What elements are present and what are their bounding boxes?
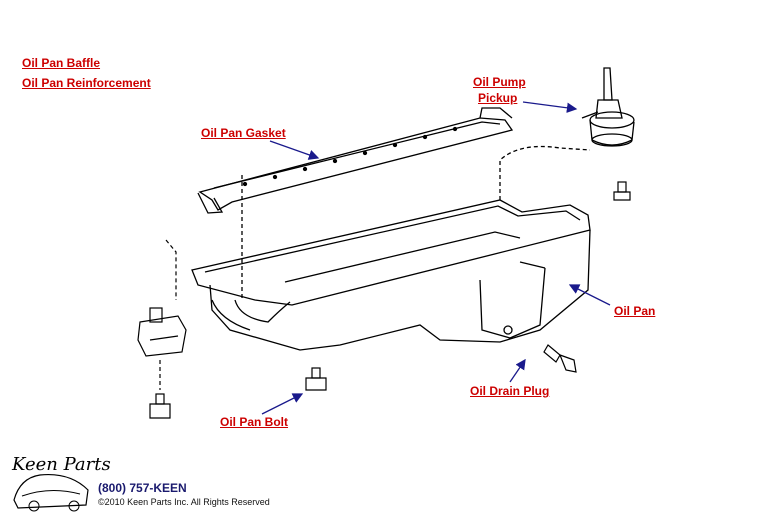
oil-pan-reinforcement-link[interactable]: Oil Pan Reinforcement	[22, 76, 151, 90]
oil-pan-gasket-drawing	[197, 107, 514, 214]
bolts-drawing	[149, 181, 631, 419]
oil-pan-drawing	[191, 145, 591, 351]
oil-pan-gasket-link[interactable]: Oil Pan Gasket	[201, 126, 286, 140]
phone-number: (800) 757-KEEN	[98, 481, 187, 495]
oil-pan-bolt-link[interactable]: Oil Pan Bolt	[220, 415, 289, 429]
svg-text:Keen Parts: Keen Parts	[11, 454, 111, 475]
oil-pump-pickup-link-line1[interactable]: Oil Pump	[473, 75, 526, 89]
label-arrows	[261, 101, 611, 415]
oil-pump-pickup-drawing	[581, 67, 635, 147]
oil-pan-link[interactable]: Oil Pan	[614, 304, 656, 318]
oil-pan-baffle-link[interactable]: Oil Pan Baffle	[22, 56, 101, 70]
oil-pan-baffle-drawing	[137, 239, 187, 390]
oil-pump-pickup-link-line2[interactable]: Pickup	[478, 91, 518, 105]
oil-drain-plug-link[interactable]: Oil Drain Plug	[470, 384, 550, 398]
copyright-text: ©2010 Keen Parts Inc. All Rights Reserve…	[98, 497, 270, 507]
keen-parts-logo: Keen Parts	[11, 454, 111, 512]
